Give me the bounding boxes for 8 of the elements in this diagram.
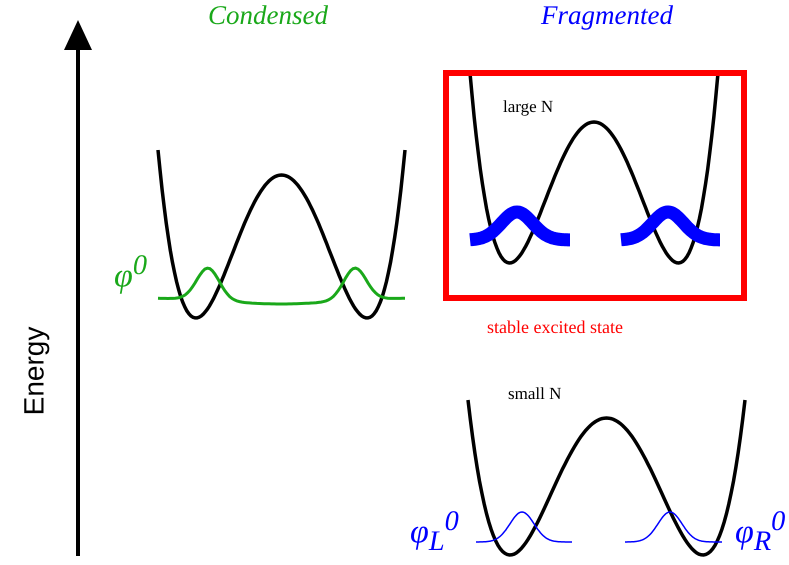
curve-label: large N <box>503 98 554 115</box>
axis-label: Energy <box>20 326 48 416</box>
column-heading: Condensed <box>208 2 328 29</box>
curve-label: small N <box>508 385 562 402</box>
frame-caption: stable excited state <box>487 318 623 336</box>
highlight-frame <box>443 70 747 301</box>
wavefunction-label: φ$^{0}$ <box>114 252 147 294</box>
column-heading: Fragmented <box>541 2 673 29</box>
